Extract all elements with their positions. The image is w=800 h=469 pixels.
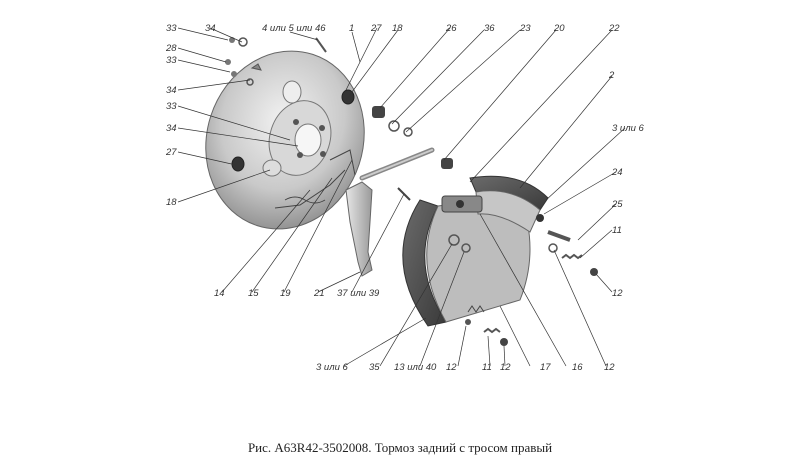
- callout-12-bottom-a: 12: [446, 362, 457, 373]
- callout-3-6-bottom: 3 или 6: [316, 362, 348, 373]
- callout-12-bottom-b: 12: [500, 362, 511, 373]
- small-fasteners-left: [225, 37, 262, 86]
- callout-18-top: 18: [392, 23, 403, 34]
- parking-lever: [345, 181, 373, 277]
- callout-34: 34: [205, 23, 216, 34]
- figure-caption: Рис. А63R42-3502008. Тормоз задний с тро…: [247, 440, 553, 455]
- callout-2: 2: [608, 70, 615, 81]
- callout-22: 22: [608, 23, 620, 34]
- callout-33-b: 33: [166, 55, 177, 66]
- callout-labels: 33 34 4 или 5 или 46 1 27 18 26 36 23 20…: [165, 23, 644, 373]
- callout-4-5-46: 4 или 5 или 46: [262, 23, 326, 34]
- callout-15: 15: [248, 288, 259, 299]
- callout-13-40: 13 или 40: [394, 362, 437, 373]
- callout-1: 1: [349, 23, 354, 34]
- callout-27-left: 27: [165, 147, 177, 158]
- callout-33-c: 33: [166, 101, 177, 112]
- callout-34-c: 34: [166, 123, 177, 134]
- backing-plate: [205, 50, 365, 230]
- leader-lines: [177, 27, 626, 367]
- callout-12-bottom-c: 12: [604, 362, 615, 373]
- callout-23: 23: [519, 23, 531, 34]
- callout-25: 25: [611, 199, 623, 210]
- callout-20: 20: [553, 23, 565, 34]
- callout-37-39: 37 или 39: [337, 288, 380, 299]
- callout-17: 17: [540, 362, 551, 373]
- callout-16: 16: [572, 362, 583, 373]
- callout-21: 21: [313, 288, 325, 299]
- callout-11-right: 11: [612, 225, 622, 236]
- callout-19: 19: [280, 288, 291, 299]
- callout-3-6-top: 3 или 6: [612, 123, 644, 134]
- callout-28: 28: [165, 43, 177, 54]
- cable-part: [315, 37, 327, 53]
- callout-27-top: 27: [370, 23, 382, 34]
- callout-36: 36: [484, 23, 495, 34]
- callout-34-b: 34: [166, 85, 177, 96]
- adjuster-bolt: [536, 214, 571, 242]
- callout-12-right: 12: [612, 288, 623, 299]
- hold-down-parts-bottom: [448, 234, 508, 346]
- callout-14: 14: [214, 288, 225, 299]
- callout-35: 35: [369, 362, 380, 373]
- small-parts-middle: [359, 106, 453, 181]
- callout-11-bottom: 11: [482, 362, 492, 373]
- callout-26: 26: [445, 23, 457, 34]
- callout-18-left: 18: [166, 197, 177, 208]
- callout-33: 33: [166, 23, 177, 34]
- callout-24: 24: [611, 167, 623, 178]
- brake-shoes: [402, 175, 549, 327]
